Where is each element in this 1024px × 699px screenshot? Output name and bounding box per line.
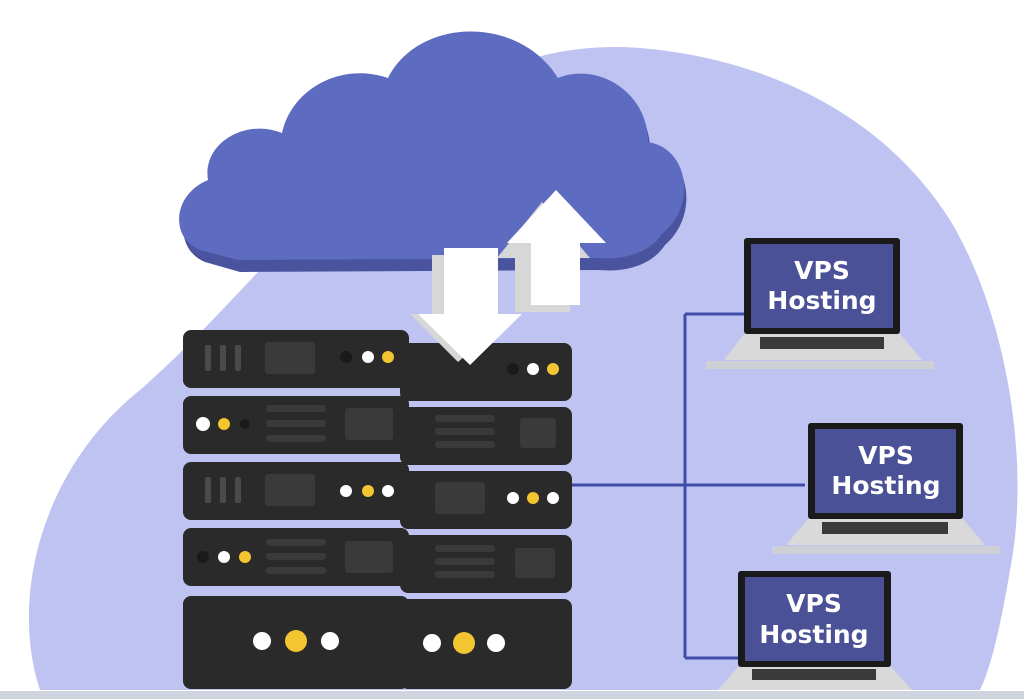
laptop-2-label-line1: VPS xyxy=(858,441,914,470)
laptop-1-label-line2: Hosting xyxy=(767,286,876,315)
laptop-1-label-line1: VPS xyxy=(794,256,850,285)
server-rack-back xyxy=(400,343,572,689)
network-lines xyxy=(572,312,805,660)
laptop-3: VPS Hosting xyxy=(718,571,912,690)
floor xyxy=(0,691,1024,699)
arrow-up-icon xyxy=(497,190,606,312)
laptop-3-label-line2: Hosting xyxy=(759,620,868,649)
laptop-2-label-line2: Hosting xyxy=(831,471,940,500)
laptop-3-label-line1: VPS xyxy=(786,589,842,618)
laptop-1: VPS Hosting xyxy=(706,238,934,369)
server-rack-front xyxy=(183,330,409,689)
arrow-down-icon xyxy=(410,248,522,365)
laptop-2: VPS Hosting xyxy=(772,423,1000,554)
